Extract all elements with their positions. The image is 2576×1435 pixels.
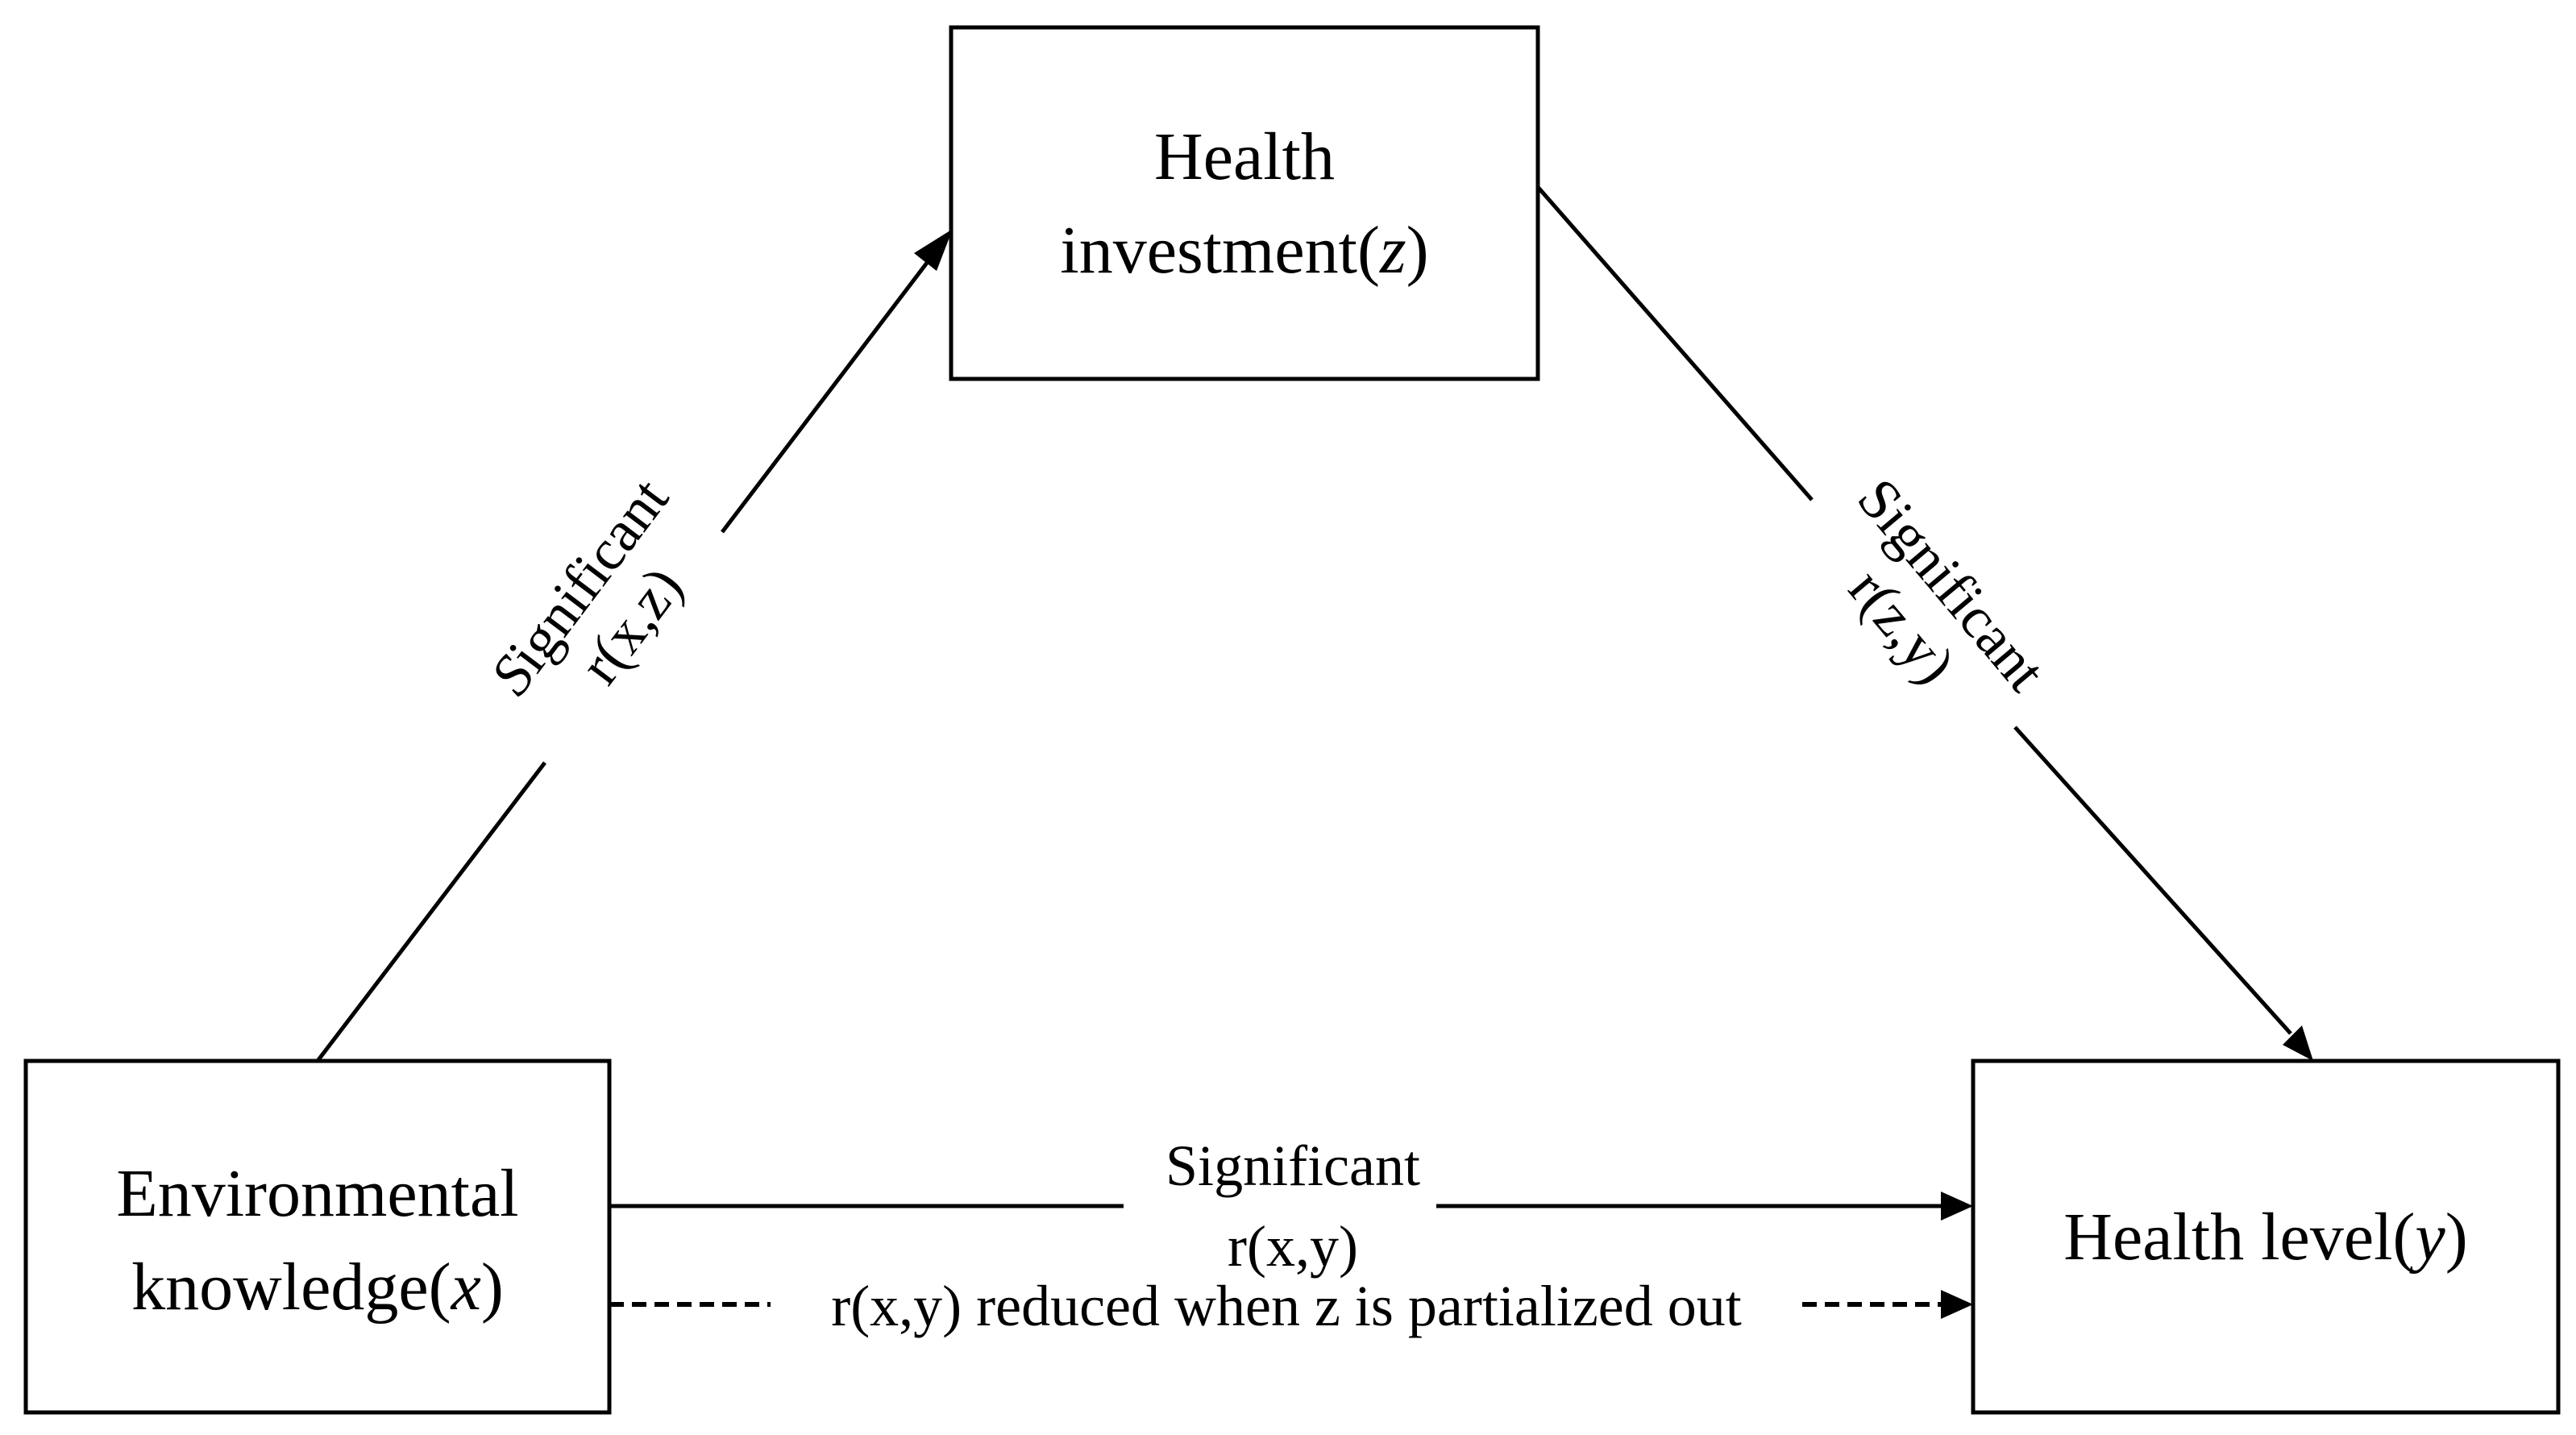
edge-x-to-y: Significant r(x,y): [609, 1133, 1973, 1279]
edge-x-to-y-partial: r(x,y) reduced when z is partialized out: [609, 1274, 1973, 1338]
arrowhead-x-to-z: [914, 229, 953, 271]
node-label-health-level: Health level(y): [2063, 1200, 2467, 1275]
edge-label-x-to-y-line1: Significant: [1165, 1133, 1420, 1198]
node-box-environmental-knowledge: [23, 1059, 612, 1415]
node-environmental-knowledge: Environmental knowledge(x): [23, 1059, 612, 1415]
edge-line-z-to-y-upper: [1536, 185, 1814, 501]
node-health-investment: Health investment(z): [949, 25, 1540, 381]
arrowhead-z-to-y: [2283, 1025, 2313, 1061]
edge-x-to-z: Significant r(x,z): [316, 229, 953, 1063]
edge-z-to-y: Significant r(z,y): [1536, 185, 2313, 1061]
node-label-environmental-knowledge-line1: Environmental: [116, 1156, 518, 1231]
node-box-health-level: [1971, 1059, 2561, 1415]
arrowhead-x-to-y: [1941, 1192, 1973, 1221]
node-health-level: Health level(y): [1971, 1059, 2561, 1415]
edge-line-x-to-z-lower: [316, 761, 546, 1063]
node-label-health-investment-line1: Health: [1154, 119, 1335, 194]
edge-label-x-to-y-partial: r(x,y) reduced when z is partialized out: [831, 1274, 1742, 1338]
node-label-environmental-knowledge-line2: knowledge(x): [131, 1250, 504, 1325]
node-label-health-investment-line2: investment(z): [1060, 213, 1428, 288]
arrowhead-x-to-y-partial: [1941, 1290, 1973, 1319]
edge-line-x-to-z-upper: [721, 261, 929, 534]
edge-label-x-to-y-line2: r(x,y): [1228, 1214, 1358, 1279]
edge-line-z-to-y-lower: [2013, 726, 2292, 1035]
node-box-health-investment: [949, 25, 1540, 381]
